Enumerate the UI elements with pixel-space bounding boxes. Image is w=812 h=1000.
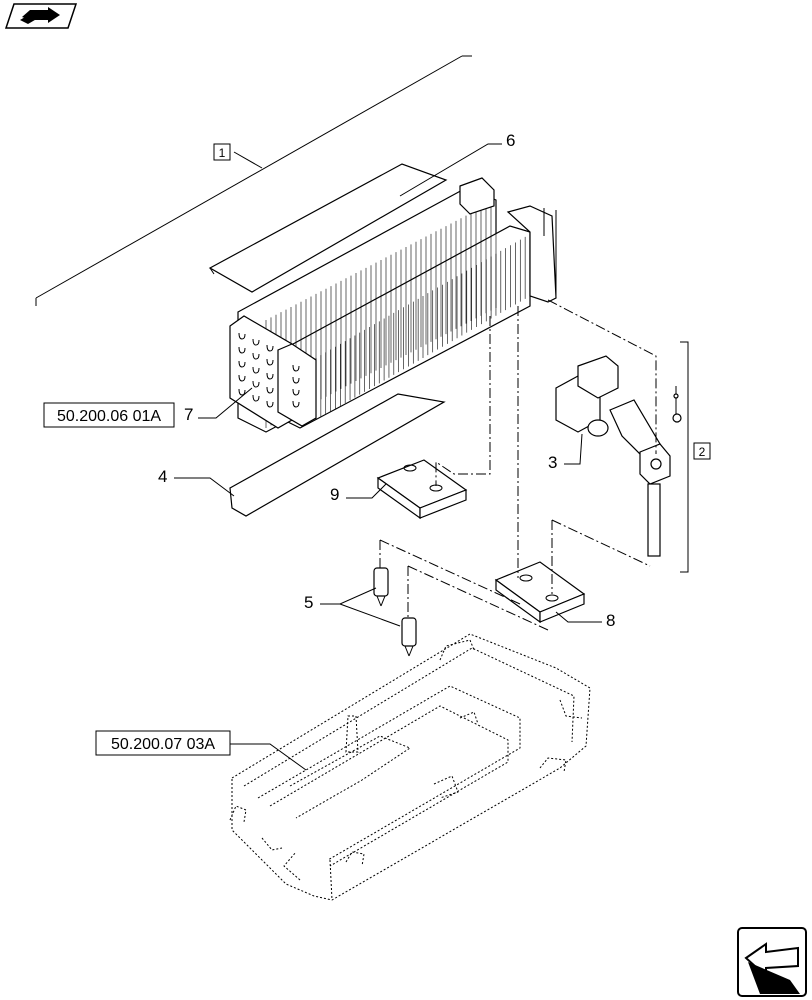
heater-housing[interactable] (229, 633, 591, 901)
tube-end (238, 360, 246, 368)
callout-3: 3 (548, 433, 583, 472)
group-2-bracket (680, 341, 689, 573)
housing-leader (230, 743, 307, 771)
svg-text:3: 3 (548, 453, 557, 472)
group-1-bracket (35, 55, 472, 306)
tube-end (238, 388, 246, 396)
tube-end (238, 332, 246, 340)
svg-text:4: 4 (158, 467, 167, 486)
tube-end (266, 358, 274, 366)
heater-core[interactable] (229, 177, 557, 433)
callout-7: 7 (184, 387, 253, 424)
svg-text:5: 5 (304, 593, 313, 612)
tube-end (292, 388, 300, 396)
next-page-arrow-icon[interactable] (737, 927, 807, 997)
tube-end (252, 394, 260, 402)
callout-6: 6 (399, 131, 515, 197)
pad-9[interactable] (376, 459, 468, 520)
seal-strip-bottom[interactable] (229, 393, 446, 517)
svg-text:8: 8 (606, 611, 615, 630)
tube-end (252, 338, 260, 346)
group-2-box[interactable]: 2 (693, 442, 711, 460)
tube-end (252, 380, 260, 388)
group-1-label: 1 (219, 146, 226, 160)
tube-end (292, 376, 300, 384)
tube-end (292, 400, 300, 408)
stud-upper[interactable] (373, 567, 389, 607)
heater-core-ref-label: 50.200.06 01A (57, 408, 161, 425)
housing-ref-box[interactable]: 50.200.07 03A (95, 730, 231, 756)
water-valve[interactable] (555, 355, 682, 557)
assembly-lines (379, 299, 657, 631)
tube-end (266, 386, 274, 394)
pad-8[interactable] (494, 561, 586, 624)
tube-end (238, 346, 246, 354)
housing-ref-label: 50.200.07 03A (111, 736, 215, 753)
svg-text:7: 7 (184, 405, 193, 424)
group-2-label: 2 (699, 445, 706, 459)
tube-end (252, 366, 260, 374)
callout-8: 8 (555, 611, 615, 630)
callout-9: 9 (330, 483, 387, 504)
tube-end (266, 344, 274, 352)
seal-strip-top[interactable] (208, 163, 448, 293)
book-arrow-icon[interactable] (4, 3, 78, 29)
tube-end (238, 374, 246, 382)
callout-5: 5 (304, 587, 401, 627)
stud-lower[interactable] (401, 617, 417, 657)
tube-end (266, 400, 274, 408)
heater-core-ref-box[interactable]: 50.200.06 01A (43, 402, 175, 428)
group-1-box[interactable]: 1 (213, 143, 231, 161)
tube-end (252, 352, 260, 360)
tube-end (266, 372, 274, 380)
callout-4: 4 (158, 467, 235, 497)
tube-end (292, 364, 300, 372)
svg-text:9: 9 (330, 485, 339, 504)
svg-text:6: 6 (506, 131, 515, 150)
